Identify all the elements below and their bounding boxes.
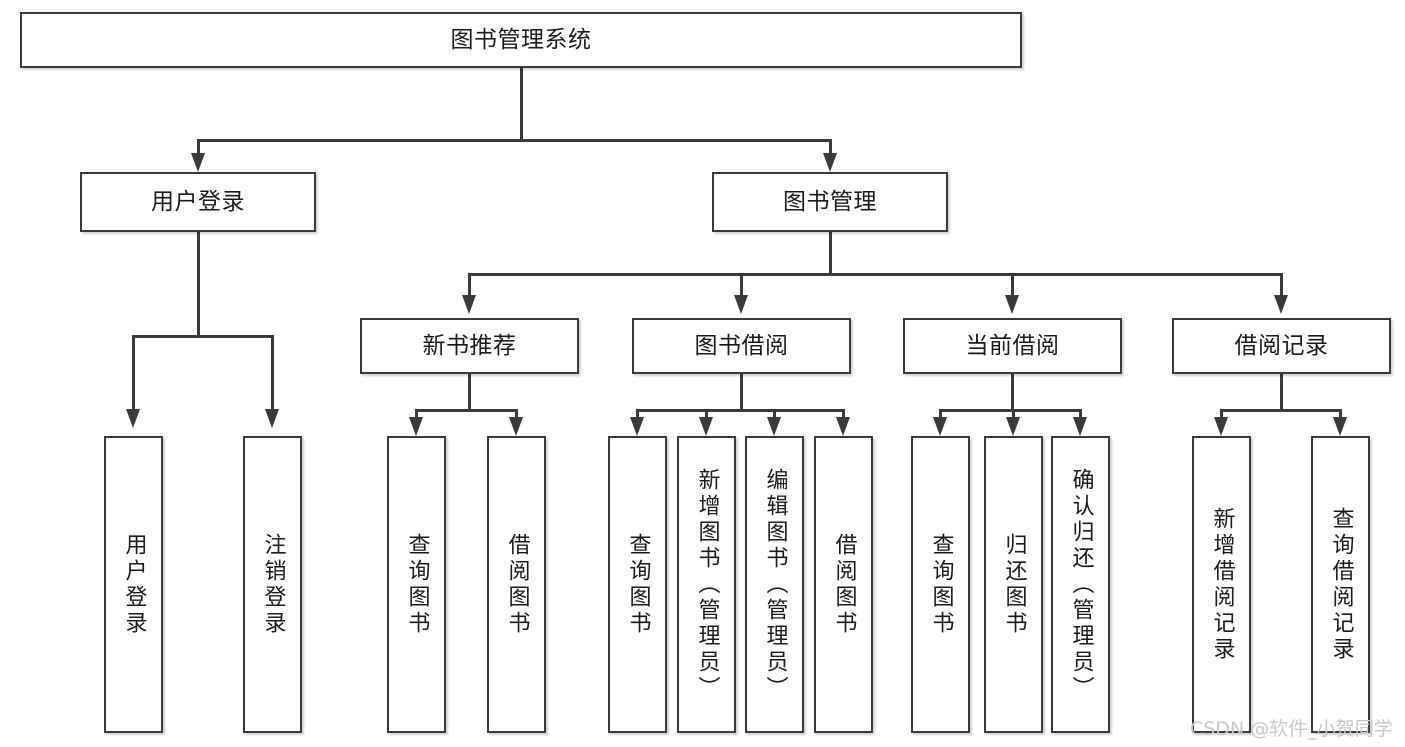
- user-login-stem-line: [197, 232, 200, 336]
- book-borrow-drop-4-line: [842, 409, 845, 417]
- node-label: 新增图书（管理员）: [694, 467, 720, 702]
- book-borrow-stem-line: [740, 374, 743, 410]
- node-label: 借阅记录: [1234, 332, 1329, 359]
- leaf-node-leaf-confirm-return-admin: 确认归还（管理员）: [1051, 436, 1110, 733]
- current-borrow-drop-3-line: [1079, 409, 1082, 417]
- leaf-node-leaf-borrow-book-rec: 借阅图书: [487, 436, 546, 733]
- node-label: 借阅图书: [831, 532, 857, 637]
- node-label: 归还图书: [1001, 532, 1027, 637]
- leaf-node-leaf-edit-book-admin: 编辑图书（管理员）: [745, 436, 804, 733]
- arrow-to-level3-1: [462, 295, 476, 314]
- node-label: 用户登录: [121, 532, 147, 637]
- node-label: 编辑图书（管理员）: [762, 467, 788, 702]
- arrow-borrow-leaf-2: [699, 417, 713, 436]
- root-bus-line: [197, 139, 832, 142]
- node-label: 查询图书: [404, 532, 430, 637]
- node-label: 当前借阅: [965, 332, 1060, 359]
- arrow-current-leaf-1: [933, 417, 947, 436]
- book-manage-bus-line: [468, 273, 1283, 276]
- leaf-node-leaf-user-login: 用户登录: [104, 436, 163, 733]
- leaf-node-leaf-borrow-book: 借阅图书: [814, 436, 873, 733]
- arrow-record-leaf-2: [1333, 417, 1347, 436]
- book-borrow-drop-3-line: [773, 409, 776, 417]
- arrow-record-leaf-1: [1214, 417, 1228, 436]
- node-label: 注销登录: [260, 532, 286, 637]
- book-borrow-drop-2-line: [705, 409, 708, 417]
- node-label: 查询借阅记录: [1328, 506, 1354, 663]
- borrow-record-drop-2-line: [1339, 409, 1342, 417]
- level2-node-user-login: 用户登录: [80, 172, 316, 232]
- arrow-borrow-leaf-4: [836, 417, 850, 436]
- level3-node-new-book-recommend: 新书推荐: [360, 318, 579, 374]
- leaf-node-leaf-add-borrow-record: 新增借阅记录: [1192, 436, 1251, 733]
- arrow-to-level3-3: [1005, 295, 1019, 314]
- node-label: 查询图书: [625, 532, 651, 637]
- book-borrow-drop-1-line: [636, 409, 639, 417]
- level2-node-book-manage: 图书管理: [712, 172, 948, 232]
- arrow-borrow-leaf-1: [630, 417, 644, 436]
- node-label: 借阅图书: [504, 532, 530, 637]
- book-manage-drop-2-line: [740, 273, 743, 295]
- arrow-rec-leaf-1: [409, 417, 423, 436]
- node-label: 确认归还（管理员）: [1068, 467, 1094, 702]
- new-book-recommend-drop-2-line: [515, 409, 518, 417]
- arrow-to-leaf-logout: [265, 409, 279, 428]
- arrow-current-leaf-3: [1073, 417, 1087, 436]
- current-borrow-drop-2-line: [1012, 409, 1015, 417]
- current-borrow-bus-line: [939, 409, 1082, 412]
- current-borrow-drop-1-line: [939, 409, 942, 417]
- user-login-drop-2-line: [271, 335, 274, 409]
- root-node-root: 图书管理系统: [20, 12, 1022, 68]
- node-label: 新书推荐: [422, 332, 517, 359]
- leaf-node-leaf-add-book-admin: 新增图书（管理员）: [677, 436, 736, 733]
- node-label: 新增借阅记录: [1209, 506, 1235, 663]
- user-login-drop-1-line: [132, 335, 135, 409]
- level3-node-borrow-record: 借阅记录: [1172, 318, 1391, 374]
- arrow-to-user-login: [191, 153, 205, 172]
- new-book-recommend-bus-line: [415, 409, 518, 412]
- node-label: 图书管理: [783, 188, 877, 215]
- arrow-borrow-leaf-3: [767, 417, 781, 436]
- new-book-recommend-stem-line: [468, 374, 471, 410]
- arrow-current-leaf-2: [1006, 417, 1020, 436]
- root-drop-left-line: [197, 139, 200, 153]
- arrow-rec-leaf-2: [509, 417, 523, 436]
- borrow-record-drop-1-line: [1220, 409, 1223, 417]
- arrow-to-level3-4: [1274, 295, 1288, 314]
- book-manage-drop-1-line: [468, 273, 471, 295]
- borrow-record-stem-line: [1280, 374, 1283, 410]
- leaf-node-leaf-query-book-current: 查询图书: [911, 436, 970, 733]
- book-manage-drop-3-line: [1011, 273, 1014, 295]
- book-manage-stem-line: [829, 232, 832, 274]
- node-label: 用户登录: [151, 188, 245, 215]
- book-manage-drop-4-line: [1280, 273, 1283, 295]
- borrow-record-bus-line: [1220, 409, 1342, 412]
- root-stem-line: [520, 68, 523, 140]
- leaf-node-leaf-query-book-rec: 查询图书: [387, 436, 446, 733]
- csdn-watermark: CSDN @软件_小贺同学: [1190, 718, 1393, 740]
- node-label: 图书管理系统: [450, 26, 592, 53]
- node-label: 图书借阅: [694, 332, 789, 359]
- level3-node-current-borrow: 当前借阅: [903, 318, 1122, 374]
- arrow-to-leaf-user-login: [126, 409, 140, 428]
- leaf-node-leaf-logout: 注销登录: [243, 436, 302, 733]
- arrow-to-level3-2: [734, 295, 748, 314]
- current-borrow-stem-line: [1011, 374, 1014, 410]
- level3-node-book-borrow: 图书借阅: [632, 318, 851, 374]
- leaf-node-leaf-return-book: 归还图书: [984, 436, 1043, 733]
- leaf-node-leaf-query-borrow-record: 查询借阅记录: [1311, 436, 1370, 733]
- leaf-node-leaf-query-book-borrow: 查询图书: [608, 436, 667, 733]
- book-borrow-bus-line: [636, 409, 845, 412]
- new-book-recommend-drop-1-line: [415, 409, 418, 417]
- arrow-to-book-manage: [823, 153, 837, 172]
- user-login-bus-line: [132, 335, 273, 338]
- root-drop-right-line: [829, 139, 832, 153]
- node-label: 查询图书: [928, 532, 954, 637]
